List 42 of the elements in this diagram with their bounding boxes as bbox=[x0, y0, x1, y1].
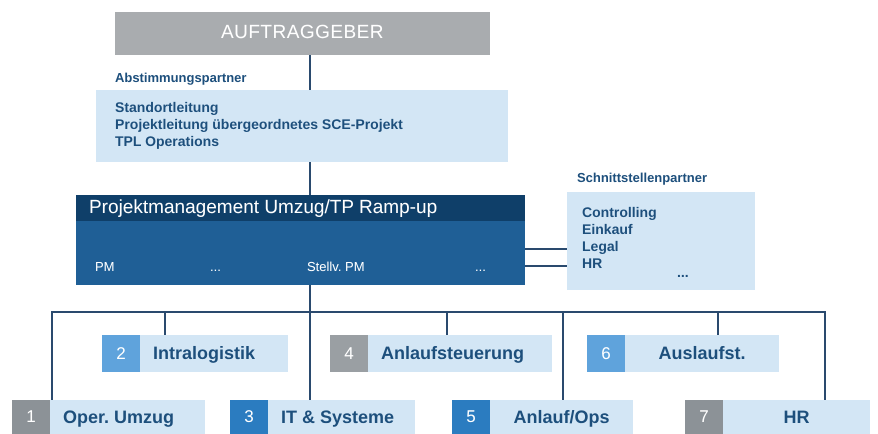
group-heading: Schnittstellenpartner bbox=[577, 169, 708, 187]
partner-name: Controlling bbox=[582, 204, 658, 221]
team-box bbox=[330, 335, 552, 372]
team-name: IT & Systeme bbox=[280, 406, 396, 429]
partner-name: HR bbox=[582, 255, 604, 272]
number-badge: 4 bbox=[330, 335, 368, 372]
connector-line bbox=[525, 248, 567, 250]
team-box bbox=[230, 400, 415, 434]
team-name: Anlaufsteuerung bbox=[380, 342, 526, 365]
team-name: Intralogistik bbox=[152, 342, 256, 365]
ellipsis-text: ... bbox=[677, 264, 689, 281]
number-badge: 3 bbox=[230, 400, 268, 434]
team-name: Oper. Umzug bbox=[62, 406, 176, 429]
ellipsis-text: ... bbox=[210, 258, 221, 276]
team-name: Anlauf/Ops bbox=[512, 406, 610, 429]
number-badge: 6 bbox=[587, 335, 625, 372]
team-box bbox=[452, 400, 633, 434]
partner-name: Legal bbox=[582, 238, 620, 255]
number-badge: 2 bbox=[102, 335, 140, 372]
number-badge: 1 bbox=[12, 400, 50, 434]
partner-name: Standortleitung bbox=[115, 99, 220, 116]
box-title: Projektmanagement Umzug/TP Ramp-up bbox=[76, 195, 525, 221]
team-box bbox=[12, 400, 205, 434]
team-box bbox=[685, 400, 870, 434]
team-name: HR bbox=[782, 406, 810, 428]
number-badge: 5 bbox=[452, 400, 490, 434]
project-management-box bbox=[76, 195, 525, 285]
sponsor-box: AUFTRAGGEBER bbox=[115, 12, 490, 55]
team-box bbox=[102, 335, 288, 372]
connector-line bbox=[309, 162, 311, 195]
team-box bbox=[587, 335, 779, 372]
number-badge: 7 bbox=[685, 400, 723, 434]
group-heading: Abstimmungspartner bbox=[115, 69, 246, 87]
role-label: Stellv. PM bbox=[307, 258, 365, 276]
team-name: Auslaufst. bbox=[657, 342, 746, 365]
partner-name: Projektleitung übergeordnetes SCE-Projekt bbox=[115, 116, 404, 133]
partner-name: TPL Operations bbox=[115, 133, 220, 150]
partner-name: Einkauf bbox=[582, 221, 634, 238]
ellipsis-text: ... bbox=[475, 258, 486, 276]
connector-line bbox=[309, 55, 311, 90]
connector-line bbox=[525, 265, 567, 267]
ellipsis-text: PM bbox=[95, 258, 114, 276]
